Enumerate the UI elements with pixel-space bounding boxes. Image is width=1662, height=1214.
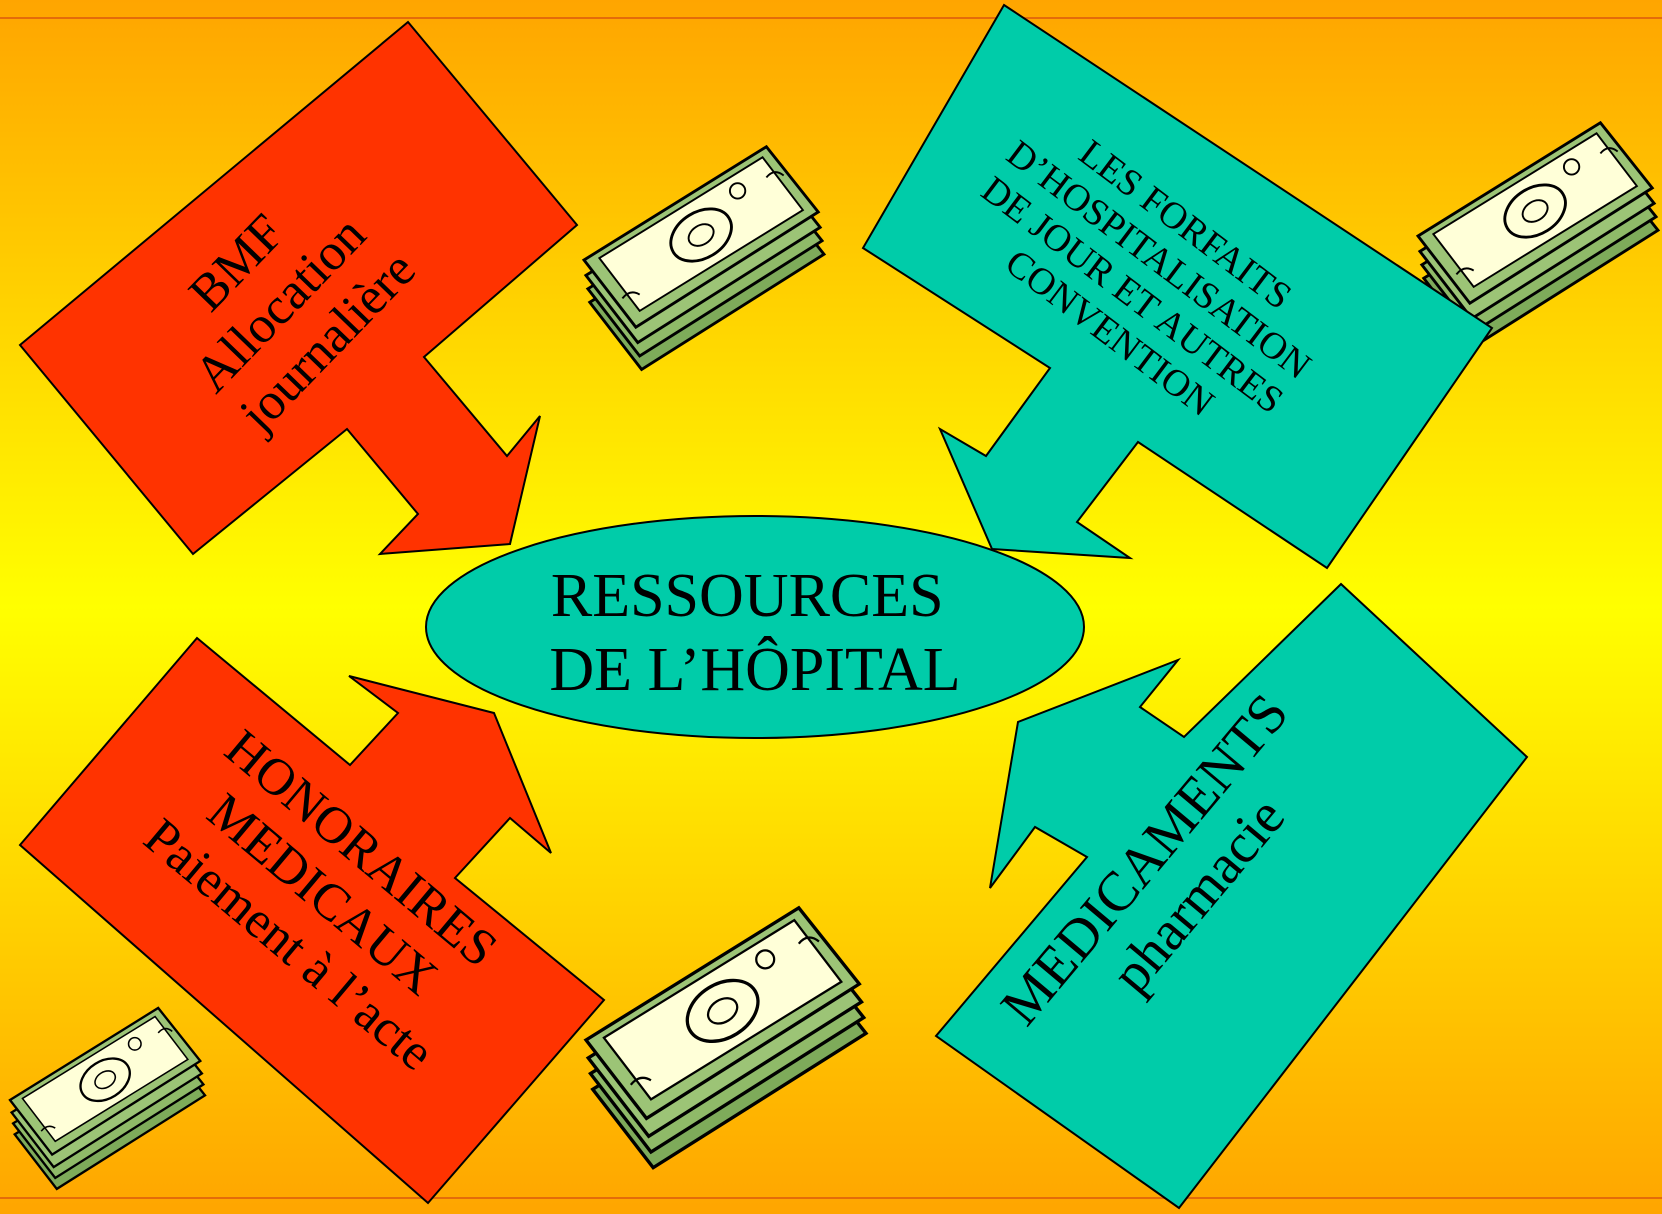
honoraires-arrow: HONORAIRES MEDICAUX Paiement à l’acte [18, 636, 606, 1205]
center-node: RESSOURCES DE L’HÔPITAL [425, 515, 1085, 739]
center-ellipse [425, 515, 1085, 739]
svg-text:RESSOURCES DE L’HÔPITAL: RESSOURCES DE L’HÔPITAL [549, 562, 960, 704]
forfaits-arrow: LES FORFAITS D’HOSPITALISATION DE JOUR E… [861, 3, 1494, 570]
center-line-1: RESSOURCES [551, 562, 944, 630]
bmf-arrow: BMF Allocation journalière [18, 20, 579, 556]
center-line-2: DE L’HÔPITAL [549, 636, 960, 704]
